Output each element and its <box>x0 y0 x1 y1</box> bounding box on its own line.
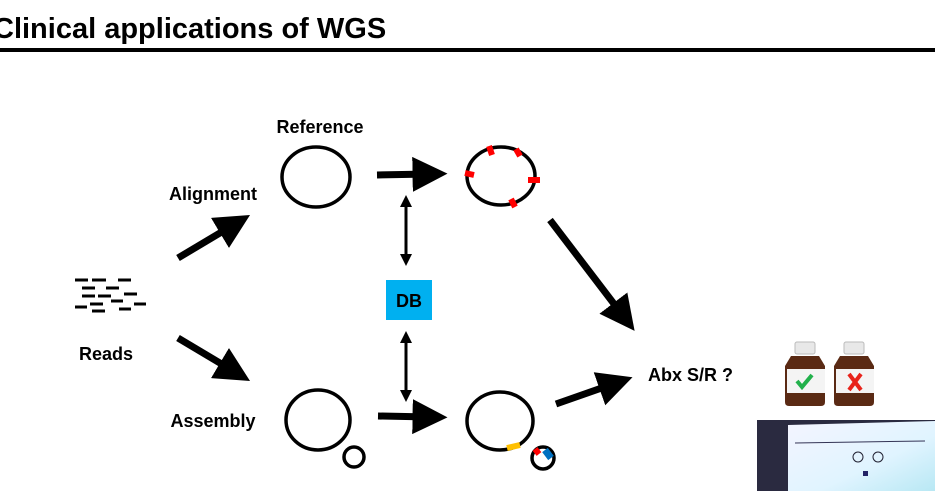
bottle-susceptible <box>785 341 825 406</box>
assembly-label: Assembly <box>170 411 255 431</box>
title-underline <box>0 48 935 52</box>
reads-label: Reads <box>79 344 133 364</box>
arrow-variants-to-abx <box>547 217 635 331</box>
arrow-genes-to-abx <box>554 372 633 408</box>
bottle-resistant <box>834 341 874 406</box>
arrow-reads-to-alignment <box>176 215 251 262</box>
reference-genome-circle <box>280 145 352 209</box>
abx-label: Abx S/R ? <box>648 365 733 385</box>
check-icon <box>795 373 814 391</box>
db-label: DB <box>396 291 422 311</box>
assembled-genome-with-genes <box>465 390 556 471</box>
reference-label: Reference <box>276 117 363 137</box>
alignment-label: Alignment <box>169 184 257 204</box>
aligned-genome-with-variants <box>464 145 540 209</box>
audience-photo-thumbnail <box>757 420 935 491</box>
arrow-reads-to-assembly <box>176 334 251 381</box>
arrow-reference-to-variants <box>376 156 448 192</box>
reads-icon <box>75 278 146 313</box>
assembly-contigs <box>284 388 366 469</box>
db-box <box>386 280 432 320</box>
slide-title: Clinical applications of WGS <box>0 13 386 45</box>
flow-arrows <box>176 156 635 435</box>
arrow-assembly-to-genes <box>377 399 448 435</box>
x-icon <box>847 372 863 392</box>
